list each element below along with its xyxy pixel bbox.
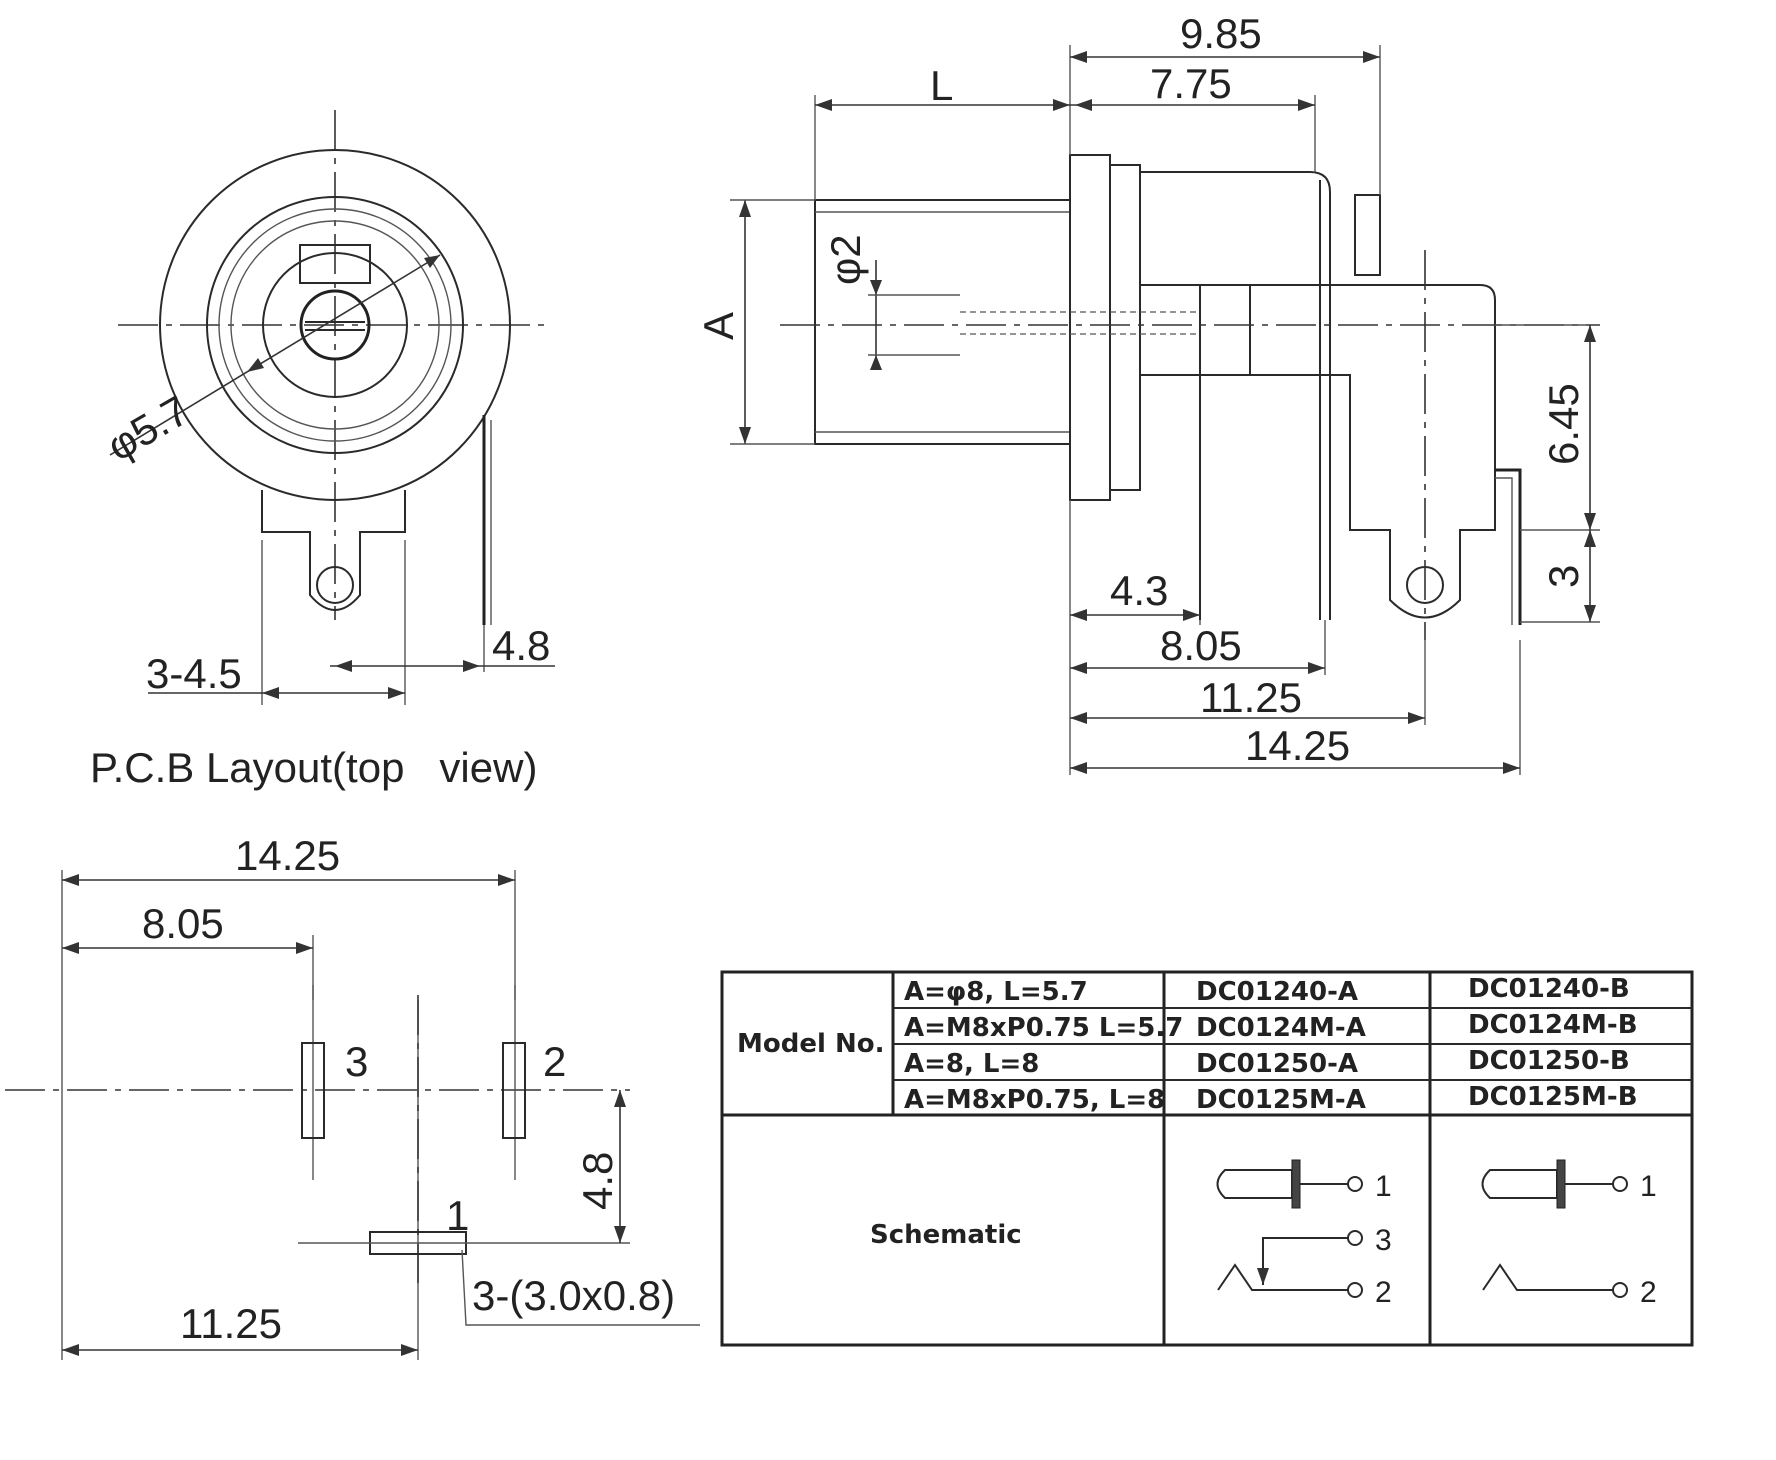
- side-view: A φ2 L 7.75 9.85 6.45 3: [695, 10, 1600, 775]
- table-row-spec: A=φ8, L=5.7: [904, 977, 1088, 1007]
- table-model-a: DC0125M-A: [1196, 1085, 1366, 1115]
- pin-diameter-label: φ2: [822, 234, 869, 285]
- table-model-a: DC01240-A: [1196, 977, 1358, 1007]
- dim-8-05: 8.05: [1160, 622, 1242, 669]
- schematic-a: 1 3 2: [1216, 1159, 1392, 1309]
- table-header-model: Model No.: [737, 1029, 884, 1059]
- pcb-pin-3-label: 3: [345, 1038, 368, 1085]
- pcb-pin-2-label: 2: [543, 1038, 566, 1085]
- dim-14-25: 14.25: [1245, 722, 1350, 769]
- table-header-schematic: Schematic: [870, 1220, 1022, 1250]
- table-model-b: DC01240-B: [1468, 974, 1630, 1004]
- table-row-spec: A=8, L=8: [904, 1049, 1039, 1079]
- schematic-b: 1 2: [1481, 1159, 1657, 1309]
- dim-11-25: 11.25: [1200, 674, 1302, 721]
- front-view: φ5.7 4.8 3-4.5: [99, 110, 555, 705]
- table-model-a: DC01250-A: [1196, 1049, 1358, 1079]
- table-model-b: DC01250-B: [1468, 1046, 1630, 1076]
- table-row-spec: A=M8xP0.75, L=8: [904, 1085, 1165, 1115]
- table-model-a: DC0124M-A: [1196, 1013, 1366, 1043]
- overall-length: 9.85: [1180, 10, 1262, 57]
- front-pin-count-diameter: 3-4.5: [146, 650, 242, 697]
- front-pin-offset: 4.8: [492, 622, 550, 669]
- pcb-slot-label: 3-(3.0x0.8): [472, 1272, 675, 1319]
- dim-4-3: 4.3: [1110, 567, 1168, 614]
- front-diameter-label: φ5.7: [99, 386, 197, 470]
- height-lower: 3: [1540, 565, 1587, 588]
- pcb-dim-top: 14.25: [235, 832, 340, 879]
- body-length: 7.75: [1150, 60, 1232, 107]
- pcb-layout: 14.25 8.05 3 2 1 4.8 3-(3.0x0.8) 11.25: [5, 832, 700, 1360]
- schematic-b-pin-1: 1: [1640, 1170, 1657, 1203]
- table-model-b: DC0124M-B: [1468, 1010, 1638, 1040]
- schematic-a-pin-3: 3: [1375, 1224, 1392, 1257]
- pcb-layout-caption: P.C.B Layout(top view): [90, 744, 537, 791]
- model-table: Model No. Schematic A=φ8, L=5.7 A=M8xP0.…: [720, 970, 1694, 1347]
- table-row-spec: A=M8xP0.75 L=5.7: [904, 1013, 1183, 1043]
- schematic-a-pin-1: 1: [1375, 1170, 1392, 1203]
- pcb-dim-vertical: 4.8: [574, 1152, 621, 1210]
- table-model-b: DC0125M-B: [1468, 1082, 1638, 1112]
- schematic-a-pin-2: 2: [1375, 1276, 1392, 1309]
- pcb-dim-bottom: 11.25: [180, 1300, 282, 1347]
- thread-diameter-label: A: [695, 312, 742, 340]
- pcb-dim-mid: 8.05: [142, 900, 224, 947]
- thread-length-label: L: [930, 62, 953, 109]
- schematic-b-pin-2: 2: [1640, 1276, 1657, 1309]
- pcb-pin-1-label: 1: [446, 1192, 469, 1239]
- height-upper: 6.45: [1540, 383, 1587, 465]
